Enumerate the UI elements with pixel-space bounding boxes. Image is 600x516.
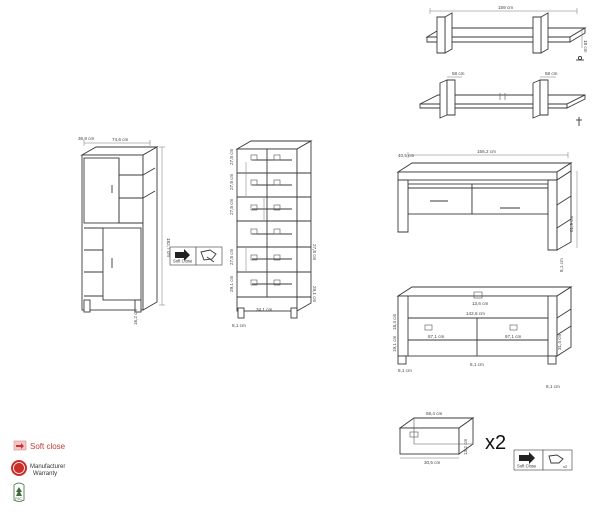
bracket-gap-left-label: 58 cm (452, 71, 465, 76)
tv-inner-leg-left: 8,1 cm (398, 368, 412, 373)
tv-inner-left-width: 67,1 cm (428, 334, 445, 339)
cabinet-height-label: 182,7 cm (166, 238, 171, 257)
interior-shelf-width-label: 34,1 cm (256, 307, 273, 312)
soft-close-logo: Soft close (13, 440, 66, 451)
tv-stand-height-label: 61,9 cm (569, 215, 574, 232)
cabinet-width-label: 74,6 cm (112, 137, 129, 142)
warranty-logo: Manufacturer Warranty (11, 460, 65, 477)
tv-stand-exterior: 156,2 cm 40,5 cm 61,9 cm 8,1 cm (396, 149, 578, 272)
tv-inner-leg-right: 8,1 cm (546, 384, 560, 389)
warranty-text-line1: Manufacturer (30, 464, 65, 470)
cabinet-plinth-label: 16,2 cm (133, 308, 138, 325)
drawer-soft-close-text: Soft Close (517, 464, 537, 469)
tall-cabinet-interior: 27,8 cm 27,8 cm 27,8 cm 27,8 cm 29,1 cm … (229, 140, 317, 328)
fsc-logo: FSC (13, 482, 25, 502)
wall-shelf-bracket-view: 58 cm 58 cm (419, 71, 586, 126)
drawer-badge-multiplier: x2 (563, 464, 568, 469)
drawer-height-label: 13,2 cm (463, 438, 468, 455)
interior-dim-5: 29,1 cm (229, 275, 234, 292)
tv-stand-depth-label: 40,5 cm (398, 153, 415, 158)
wall-shelf-height-label: 18 cm (583, 40, 588, 53)
tv-inner-h1: 18,4 cm (392, 313, 397, 330)
tv-stand-width-label: 156,2 cm (477, 149, 496, 154)
interior-right-dim: 27,8 cm (312, 244, 317, 261)
interior-bottom-label: 8,1 cm (232, 323, 246, 328)
drawer-soft-close-badge: Soft Close x2 (513, 449, 573, 471)
tall-cabinet-exterior: 74,6 cm 36,8 cm 182,7 cm 16,2 cm (78, 136, 171, 325)
drawer-width-label: 58,4 cm (426, 411, 443, 416)
interior-dim-2: 27,8 cm (229, 173, 234, 190)
interior-dim-1: 27,8 cm (229, 148, 234, 165)
soft-close-badge-text: Soft Close (173, 259, 193, 264)
warranty-text-line2: Warranty (33, 471, 57, 477)
tv-inner-side: 31,4 cm (557, 333, 562, 350)
cabinet-depth-label: 36,8 cm (78, 136, 95, 141)
tv-inner-leg-mid: 8,1 cm (470, 362, 484, 367)
interior-right-dim-2: 29,1 cm (312, 286, 317, 303)
soft-close-text: Soft close (30, 442, 66, 451)
interior-dim-3: 27,8 cm (229, 198, 234, 215)
soft-close-badge: Soft Close (169, 246, 223, 266)
drawer-detail: 58,4 cm 30,5 cm 13,2 cm (398, 411, 475, 465)
interior-dim-4: 27,8 cm (229, 248, 234, 265)
tv-stand-interior: 13,6 cm 142,6 cm 67,1 cm 67,1 cm 18,4 cm… (392, 286, 573, 389)
drawer-quantity-label: x2 (485, 432, 506, 454)
wall-shelf-width-label: 159 cm (498, 5, 513, 10)
fsc-text: FSC (15, 497, 22, 501)
tv-inner-h2: 19,1 cm (392, 335, 397, 352)
tv-inner-width: 142,6 cm (466, 311, 485, 316)
tv-inner-right-width: 67,1 cm (505, 334, 522, 339)
drawer-depth-label: 30,5 cm (424, 460, 441, 465)
tv-inner-top-gap: 13,6 cm (472, 301, 489, 306)
wall-shelf-top-view: 159 cm 18 cm (425, 5, 588, 61)
tv-stand-leg-label: 8,1 cm (559, 258, 564, 272)
bracket-gap-right-label: 58 cm (545, 71, 558, 76)
